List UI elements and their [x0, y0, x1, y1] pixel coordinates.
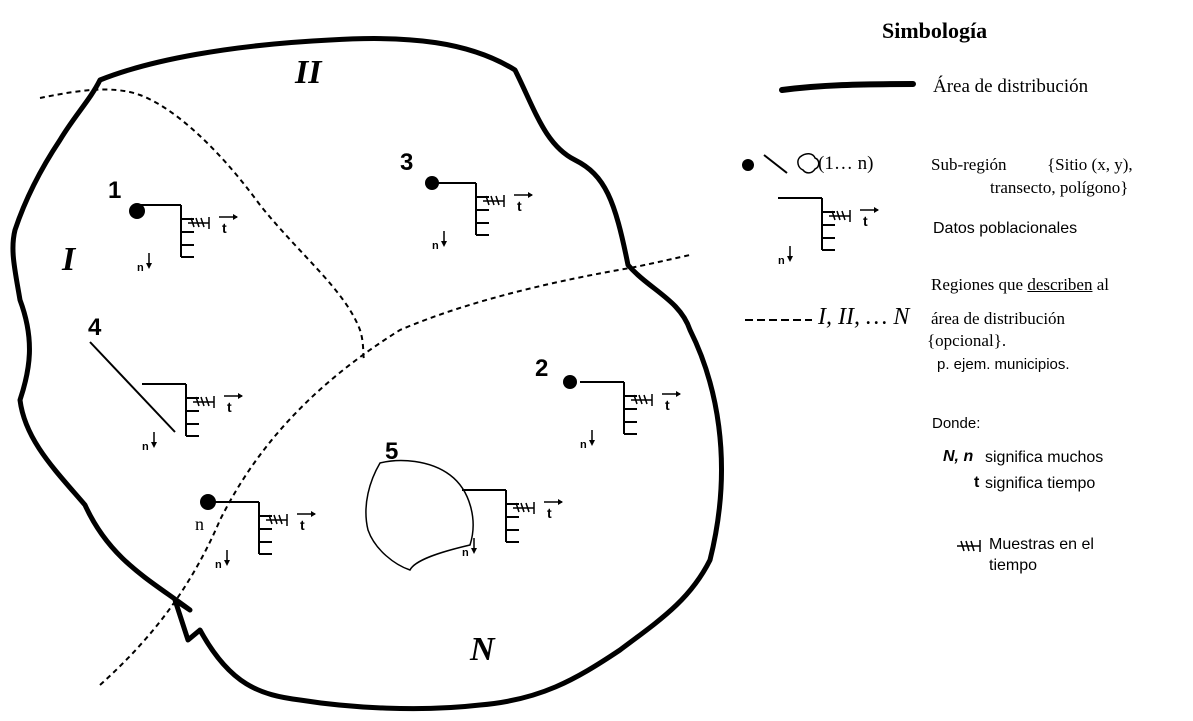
- site-2-population-data: [579, 381, 682, 452]
- site-1-label: 1: [108, 177, 121, 204]
- legend-distribution-line-icon: [779, 81, 916, 93]
- legend-subregion-desc-1: {Sitio (x, y),: [1047, 155, 1133, 174]
- legend-samples-meaning-1: Muestras en el: [989, 536, 1094, 553]
- legend-regions-sequence: I, II, … N: [818, 304, 910, 330]
- legend-where-label: Donde:: [932, 415, 981, 432]
- site-5-population-data: [461, 489, 564, 560]
- legend-population-data-label: Datos poblacionales: [933, 220, 1078, 237]
- legend-transect-icon: [763, 154, 788, 174]
- legend-site-dot-icon: [742, 159, 754, 171]
- legend-regions-desc-1a: Regiones que: [931, 275, 1028, 294]
- legend-regions-desc-2: área de distribución: [931, 309, 1066, 328]
- region-boundary-line-2: [99, 254, 691, 686]
- region-label-2: II: [294, 54, 323, 91]
- legend-distribution-area-label: Área de distribución: [933, 76, 1089, 97]
- region-label-1: I: [61, 241, 77, 278]
- site-2-label: 2: [535, 355, 548, 382]
- site-n-point: [200, 494, 216, 510]
- legend-subregion-label: Sub-región: [931, 155, 1007, 174]
- legend-regions-desc-1b: describen: [1027, 275, 1093, 294]
- site-1-population-data: [136, 204, 239, 275]
- legend-polygon-icon: [797, 153, 820, 174]
- legend-n-symbol: N, n: [943, 448, 974, 465]
- legend-regions-desc-1: Regiones que describen al: [931, 275, 1109, 295]
- region-label-3: N: [469, 631, 496, 668]
- legend-samples-icon: [957, 540, 981, 552]
- legend-title: Simbología: [882, 18, 988, 43]
- distribution-area-boundary: [10, 36, 724, 712]
- legend-regions-desc-3: {opcional}.: [927, 331, 1007, 350]
- site-3-label: 3: [400, 149, 413, 176]
- region-boundary-line-1: [39, 88, 366, 361]
- site-1-point: [129, 203, 145, 219]
- site-n-label: n: [195, 514, 204, 534]
- site-4-transect: [89, 341, 176, 433]
- legend-regions-desc-4: p. ejem. municipios.: [937, 356, 1070, 373]
- legend-subregion-desc-2: transecto, polígono}: [990, 178, 1129, 197]
- legend-t-symbol: t: [974, 474, 980, 491]
- site-n-population-data: [214, 501, 317, 572]
- site-4-label: 4: [88, 314, 102, 341]
- site-4-population-data: [141, 383, 244, 454]
- site-5-polygon: [365, 459, 474, 571]
- legend-subregion-range: (1… n): [818, 153, 874, 174]
- legend-regions-desc-1c: al: [1092, 275, 1109, 294]
- legend-n-meaning: significa muchos: [985, 449, 1104, 466]
- site-5-label: 5: [385, 438, 398, 465]
- legend-population-data-icon: [777, 197, 880, 268]
- site-3-population-data: [431, 182, 534, 253]
- site-2-point: [563, 375, 577, 389]
- legend-samples-meaning-2: tiempo: [989, 557, 1038, 574]
- legend-t-meaning: significa tiempo: [985, 475, 1096, 492]
